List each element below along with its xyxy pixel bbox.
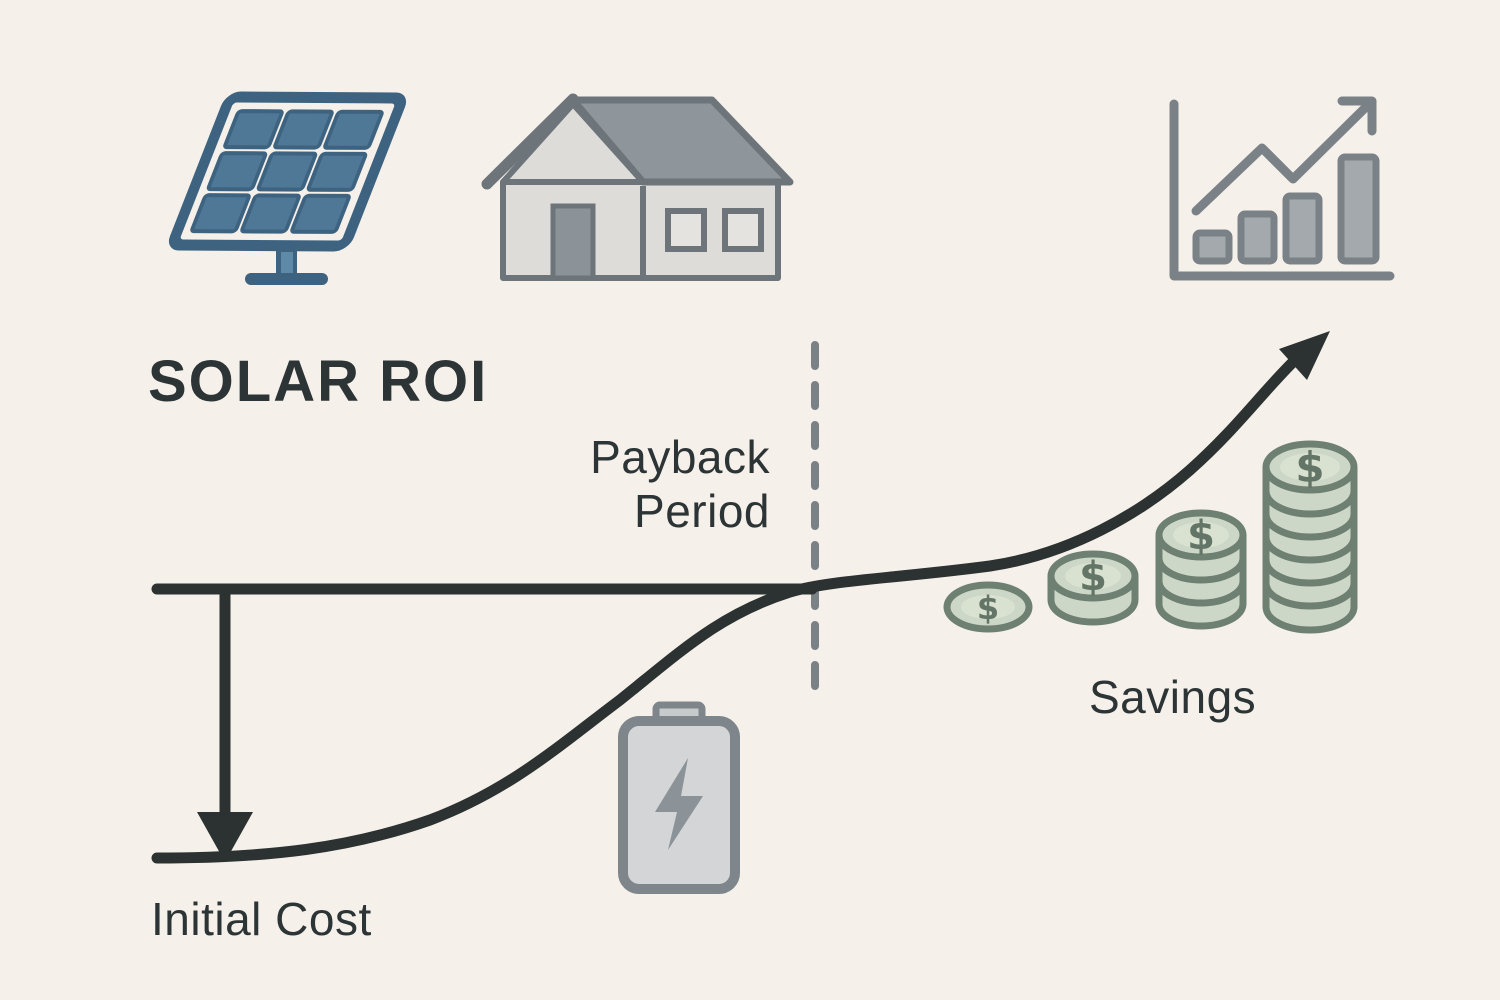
window	[665, 208, 707, 252]
arrow-head	[1337, 96, 1377, 136]
solar-panel-icon	[168, 91, 407, 285]
coin-stack-icon: $	[1155, 509, 1247, 630]
roi-curve-up-arrow	[151, 331, 1330, 864]
page-title: SOLAR ROI	[148, 349, 489, 414]
payback-period-label: Payback Period	[590, 430, 770, 538]
coin-stack-icon: $	[1262, 440, 1358, 634]
coin-stack-icon: $	[943, 581, 1033, 633]
battery-charging-icon	[618, 701, 740, 894]
dollar-sign: $	[1079, 554, 1107, 600]
growth-chart-icon	[1169, 96, 1395, 281]
lightning-bolt-icon	[655, 758, 703, 850]
coin-stack-icon: $	[1047, 550, 1139, 626]
savings-label: Savings	[1089, 671, 1257, 723]
arrow-head	[1279, 331, 1330, 380]
dollar-sign: $	[1187, 513, 1215, 559]
door	[550, 203, 596, 281]
window	[722, 208, 764, 252]
initial-cost-label: Initial Cost	[151, 893, 372, 945]
dollar-sign: $	[977, 589, 999, 627]
dollar-sign: $	[1295, 443, 1324, 492]
payback-period-line1: Payback	[590, 431, 770, 483]
payback-period-line2: Period	[634, 485, 770, 537]
house-icon	[481, 93, 794, 281]
initial-cost-down-arrow	[197, 586, 253, 862]
